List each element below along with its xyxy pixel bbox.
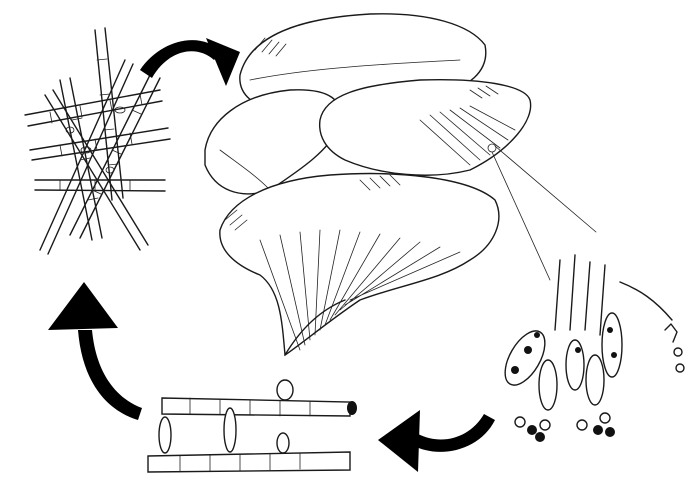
arrow-mycelium-to-mushroom	[140, 38, 240, 86]
arrow-spores-to-hyphae	[378, 410, 495, 472]
basidia-spores-icon	[497, 255, 684, 442]
hyphae-clamp-connection-icon	[148, 380, 357, 472]
arrow-hyphae-to-mycelium	[48, 282, 142, 420]
mushroom-fruiting-body-icon	[205, 14, 596, 355]
